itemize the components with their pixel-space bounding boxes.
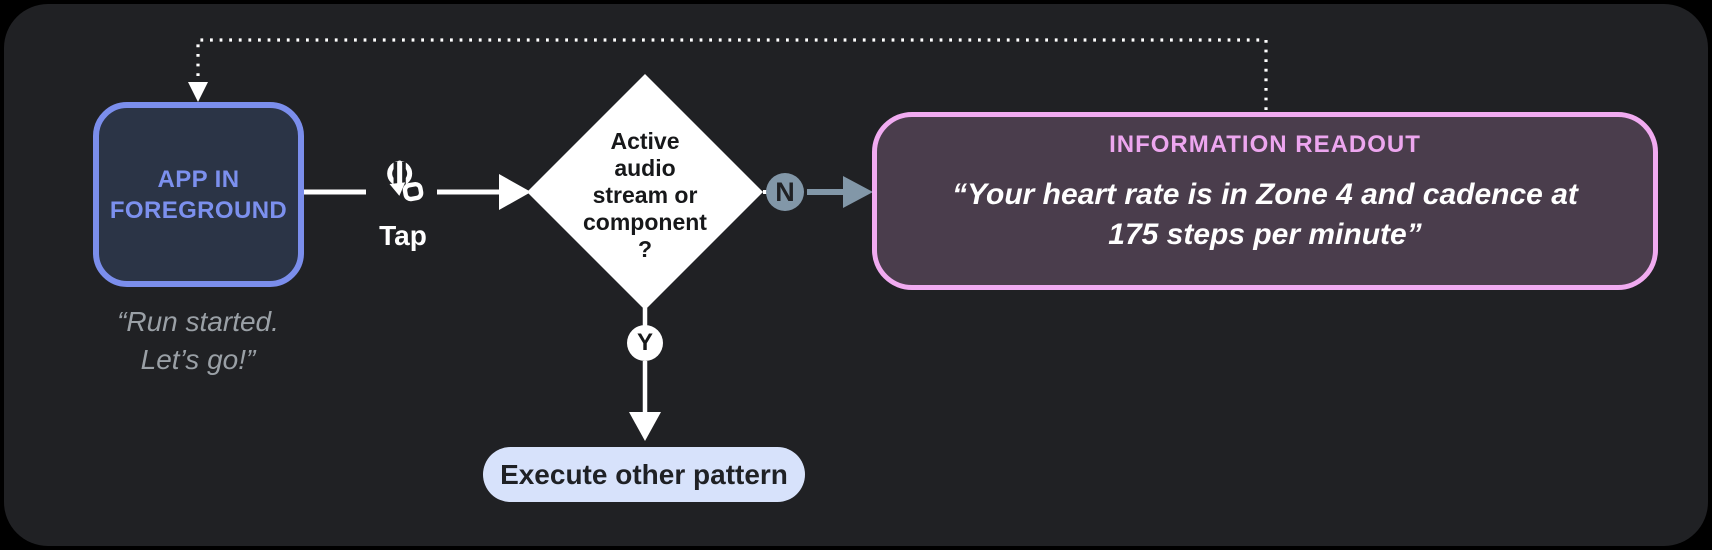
app-node-label: APP IN FOREGROUND bbox=[109, 165, 288, 224]
app-voice-caption: “Run started. Let’s go!” bbox=[117, 306, 279, 375]
tap-target-square bbox=[402, 181, 424, 202]
decision-node-label: Active audio stream or component ? bbox=[583, 128, 707, 262]
flow-node-information-readout: INFORMATION READOUT “Your heart rate is … bbox=[872, 112, 1658, 290]
branch-no-letter: N bbox=[775, 176, 795, 207]
tap-step-label: Tap bbox=[379, 220, 427, 251]
flow-node-app-in-foreground: APP IN FOREGROUND bbox=[93, 102, 304, 287]
readout-title: INFORMATION READOUT bbox=[1109, 131, 1421, 158]
readout-quote-text: “Your heart rate is in Zone 4 and cadenc… bbox=[952, 178, 1578, 251]
action-pill-label: Execute other pattern bbox=[500, 458, 788, 490]
tap-gesture-icon bbox=[387, 160, 424, 202]
tap-arrowhead bbox=[389, 182, 406, 196]
flow-node-execute-other-pattern: Execute other pattern bbox=[483, 447, 805, 502]
branch-yes-badge: Y bbox=[627, 325, 663, 361]
branch-no-badge: N bbox=[766, 173, 804, 211]
branch-yes-letter: Y bbox=[636, 329, 653, 356]
